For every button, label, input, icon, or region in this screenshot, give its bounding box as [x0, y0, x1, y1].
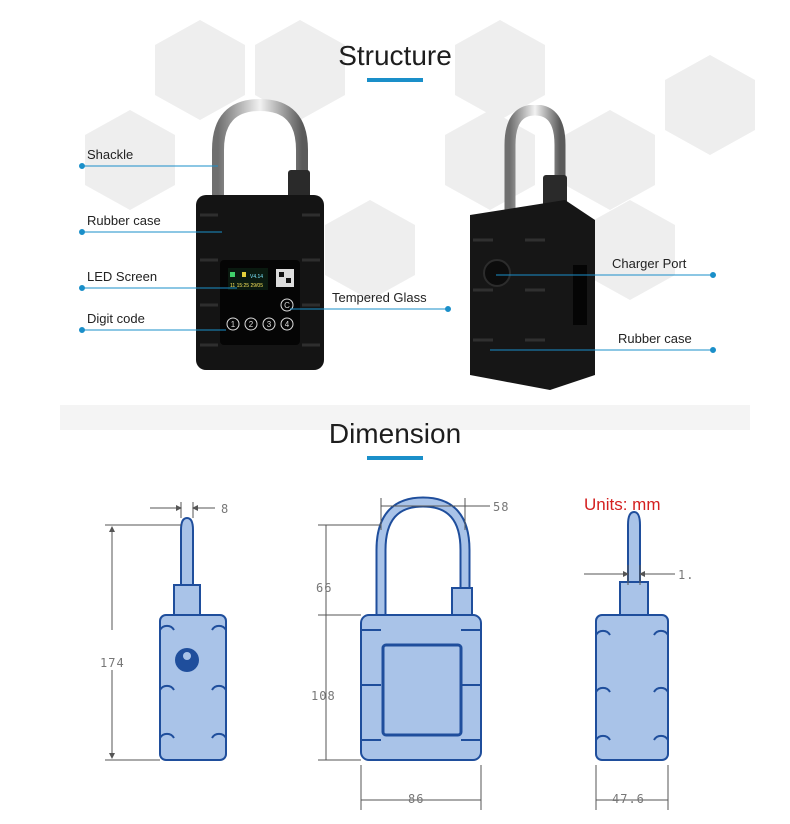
- digit-key-2: [244, 317, 258, 331]
- digit-key-4: [280, 317, 294, 331]
- structure-heading: Structure: [338, 40, 452, 71]
- digit-code-label: Digit code: [87, 311, 145, 326]
- digit-key-1: [226, 317, 240, 331]
- side-body: [159, 614, 227, 761]
- case-ribs: [473, 238, 545, 342]
- back-view-drawing: [584, 510, 675, 810]
- rubber-case-label: Rubber case: [87, 213, 161, 228]
- front-ribs: [361, 629, 481, 741]
- rubber-case: [470, 200, 595, 390]
- front-body-width-label: 86: [408, 792, 425, 806]
- rubber-case-right-label: Rubber case: [618, 331, 692, 346]
- front-width-top-label: 58: [493, 500, 510, 514]
- side-keyhole-inner: [183, 652, 191, 660]
- led-screen-label: LED Screen: [87, 269, 158, 284]
- clear-key-label: C: [284, 301, 290, 310]
- callout-dot: [445, 306, 451, 312]
- hexagon-bg-shape: [565, 110, 655, 210]
- shackle-collar: [543, 175, 567, 207]
- charger-port: [483, 259, 511, 287]
- charger-port-label: Charger Port: [612, 256, 687, 271]
- led-screen: [228, 268, 268, 290]
- back-rib: [595, 629, 669, 636]
- back-collar: [619, 581, 649, 616]
- clear-key: [280, 298, 294, 312]
- qr-cell: [279, 272, 284, 277]
- led-screen-line-1: V4.14: [250, 274, 263, 280]
- dimension-heading-underline: [367, 456, 423, 460]
- callout-dot: [710, 347, 716, 353]
- hexagon-bg-shape: [665, 55, 755, 155]
- digit-key-1-label: 1: [231, 320, 236, 329]
- hexagon-bg-shape: [455, 20, 545, 120]
- callout-dot: [79, 229, 85, 235]
- side-height-label: 174: [100, 656, 125, 670]
- dimension-drawings: [105, 496, 675, 810]
- side-glass-panel: [573, 265, 587, 325]
- front-view-drawing: [318, 496, 490, 810]
- callout-dot: [79, 163, 85, 169]
- structure-heading-underline: [367, 78, 423, 82]
- callout-dot: [79, 327, 85, 333]
- dimension-heading: Dimension: [328, 418, 462, 449]
- callout-dot: [710, 272, 716, 278]
- hexagon-bg-shape: [155, 20, 245, 120]
- led-pixel: [242, 272, 246, 277]
- hexagon-bg-shape: [255, 20, 345, 120]
- side-rib: [159, 732, 227, 739]
- padlock-front-photo: V4.14 11 15:25 29/05 C 1 2 3 4: [196, 98, 324, 370]
- side-rib: [159, 624, 227, 631]
- front-collar: [451, 587, 473, 619]
- front-shackle-height-label: 66: [316, 581, 333, 595]
- background-strip: [60, 405, 750, 430]
- front-shackle-fill: [377, 498, 469, 620]
- hexagon-bg-shape: [325, 200, 415, 300]
- back-body: [595, 614, 669, 761]
- shackle: [504, 105, 566, 215]
- padlock-back-photo: [470, 105, 595, 390]
- front-body: [360, 614, 482, 761]
- shackle-label: Shackle: [87, 147, 134, 162]
- back-rib: [595, 734, 669, 741]
- digit-key-3-label: 3: [267, 320, 272, 329]
- digit-key-3: [262, 317, 276, 331]
- back-body-width-label: 47.6: [612, 792, 645, 806]
- callout-dot: [79, 285, 85, 291]
- led-screen-line-2: 11 15:25 29/05: [230, 283, 263, 289]
- side-rib: [159, 684, 227, 691]
- tempered-glass-label: Tempered Glass: [332, 290, 427, 305]
- qr-cell: [286, 278, 291, 283]
- side-collar: [173, 584, 201, 616]
- digit-key-4-label: 4: [285, 320, 290, 329]
- digit-key-2-label: 2: [249, 320, 254, 329]
- callout-lines: [79, 163, 716, 353]
- back-rib: [595, 686, 669, 693]
- side-view-drawing: [105, 502, 227, 761]
- front-body-height-label: 108: [311, 689, 336, 703]
- back-width-top-label: 1.: [678, 568, 695, 582]
- hexagon-bg-shape: [85, 110, 175, 210]
- side-width-label: 8: [221, 502, 230, 516]
- led-pixel: [230, 272, 235, 277]
- front-panel: [381, 643, 463, 737]
- shackle: [212, 98, 308, 205]
- case-ribs: [200, 213, 320, 347]
- units-label: Units: mm: [584, 495, 661, 514]
